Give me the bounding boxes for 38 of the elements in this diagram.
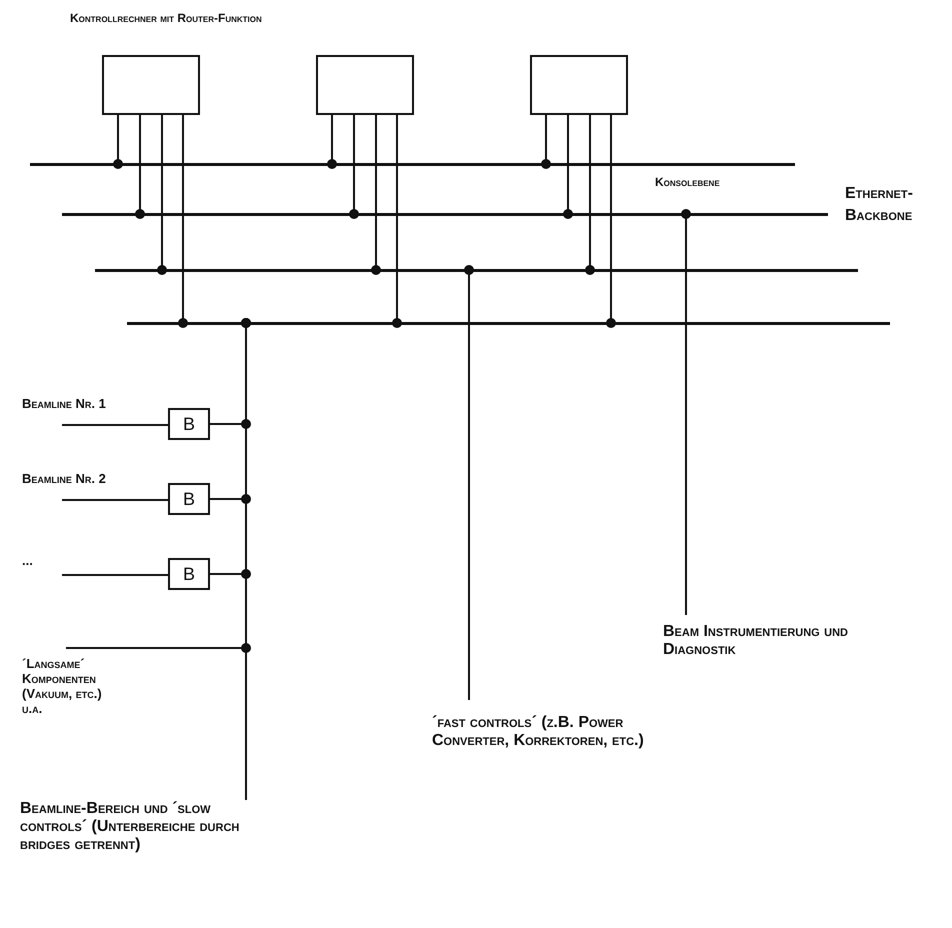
connector-line [113, 115, 123, 169]
connector-line [585, 115, 595, 275]
connector-line [681, 209, 691, 615]
bus-line [62, 212, 828, 216]
bus-caption: Konsolebene [655, 174, 720, 190]
connector-line [157, 115, 167, 275]
connector-line [606, 115, 616, 328]
router-box [316, 55, 414, 115]
bus-line [95, 268, 858, 272]
connector-line [371, 115, 381, 275]
connector-line [135, 115, 145, 219]
node-label: Beamline Nr. 1 [22, 396, 162, 411]
node-label: ´fast controls´ (z.B. Power Converter, Korrektoren, etc.) [432, 700, 652, 750]
connector-line [62, 424, 168, 426]
node-label: Beam Instrumentierung und Diagnostik [663, 615, 908, 659]
connector-line [464, 265, 474, 700]
router-box [102, 55, 200, 115]
connector-line [62, 499, 168, 501]
connector-line [178, 115, 188, 328]
router-box [530, 55, 628, 115]
node-label: Beamline-Bereich und ´slow controls´ (Unterbereiche durch bridges getrennt) [20, 800, 250, 854]
node-label: Beamline Nr. 2 [22, 471, 162, 486]
bus-line [127, 322, 890, 324]
bus-line [30, 162, 795, 166]
connector-line [62, 574, 168, 576]
connector-line [327, 115, 337, 169]
connector-line [241, 318, 251, 800]
node-label: ... [22, 553, 62, 568]
bridge-box: B [168, 408, 210, 440]
connector-line [392, 115, 402, 328]
network-caption: Ethernet-Backbone [845, 184, 914, 226]
node-label: ´Langsame´ Komponenten (Vakuum, etc.) u.a. [22, 656, 122, 716]
bridge-box: B [168, 558, 210, 590]
heading: Kontrollrechner mit Router-Funktion [70, 10, 263, 26]
connector-line [563, 115, 573, 219]
connector-line [349, 115, 359, 219]
bridge-box: B [168, 483, 210, 515]
connector-line [541, 115, 551, 169]
